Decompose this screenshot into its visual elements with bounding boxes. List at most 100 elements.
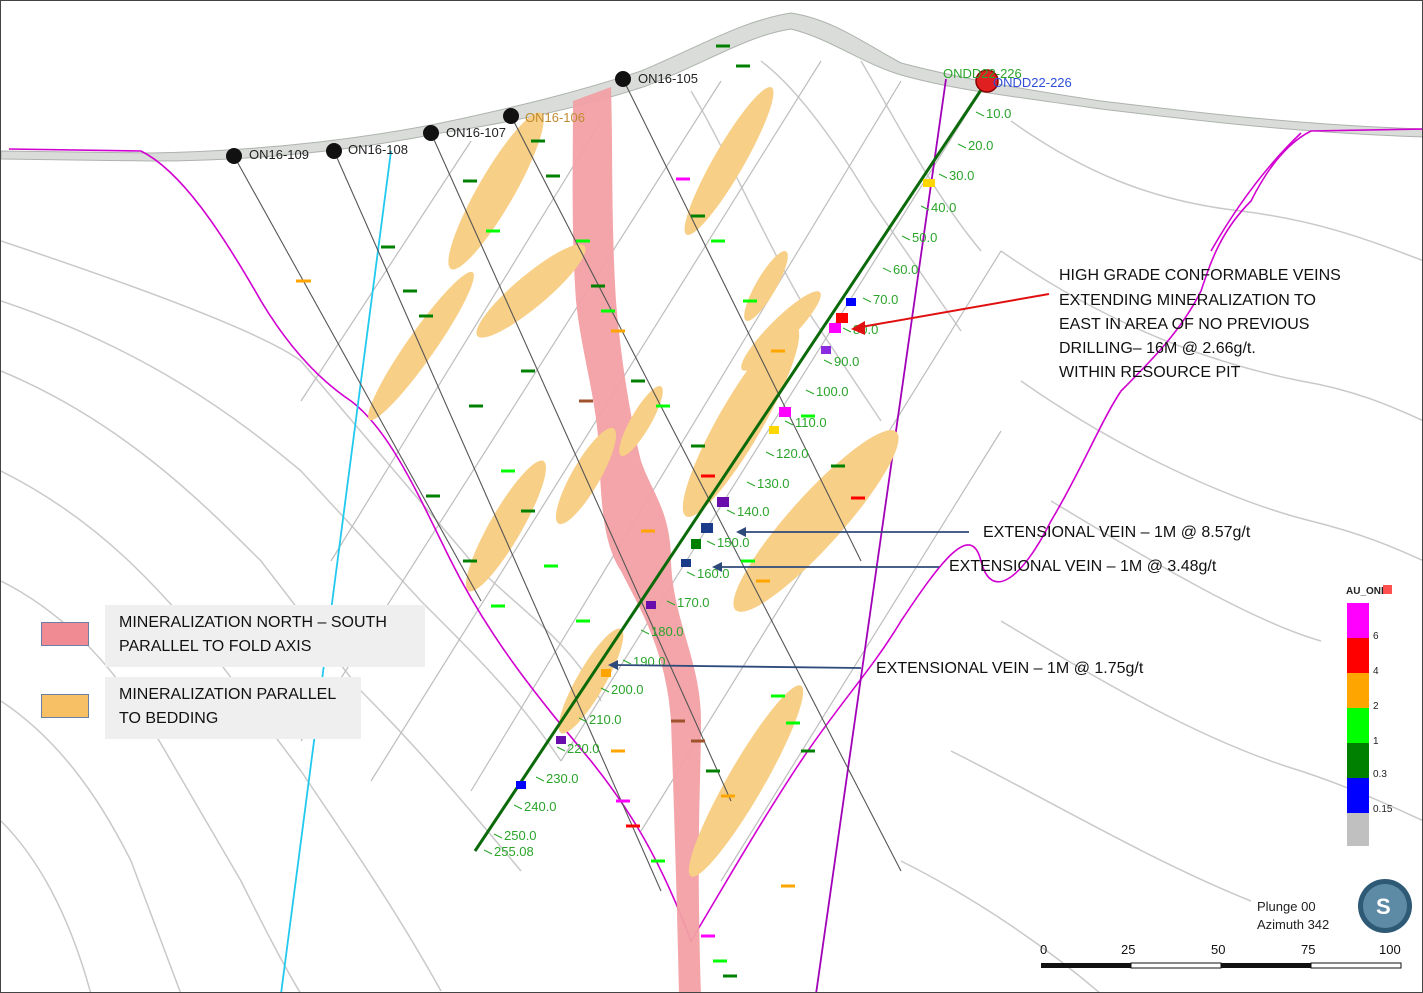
vein-callout-2: EXTENSIONAL VEIN – 1M @ 3.48g/t [949, 558, 1217, 575]
svg-text:25: 25 [1121, 942, 1135, 957]
assay-ticks [296, 44, 865, 978]
depth-label: 255.08 [494, 844, 534, 859]
topography-surface [1, 12, 1422, 162]
legend-bedding: MINERALIZATION PARALLEL TO BEDDING [105, 677, 361, 739]
depth-label: 70.0 [873, 292, 898, 307]
depth-label: 10.0 [986, 106, 1011, 121]
azimuth-label: Azimuth 342 [1257, 917, 1329, 932]
hole-label-108: ON16-108 [348, 142, 408, 157]
depth-tick [535, 776, 545, 782]
depth-tick [784, 420, 794, 426]
depth-label: 200.0 [611, 682, 644, 697]
depth-tick [483, 849, 493, 855]
svg-text:1: 1 [1373, 736, 1379, 747]
svg-text:50: 50 [1211, 942, 1225, 957]
depth-label: 220.0 [567, 741, 600, 756]
depth-label: 140.0 [737, 504, 770, 519]
hole-label-109: ON16-109 [249, 147, 309, 162]
purple-boundary-line [815, 78, 947, 992]
svg-text:DRILLING– 16M @ 2.66g/t.: DRILLING– 16M @ 2.66g/t. [1059, 340, 1256, 357]
depth-tick [622, 659, 632, 665]
depth-label: 150.0 [717, 535, 750, 550]
hole-collars [226, 69, 999, 164]
depth-label: 20.0 [968, 138, 993, 153]
depth-label: 50.0 [912, 230, 937, 245]
svg-text:WITHIN RESOURCE PIT: WITHIN RESOURCE PIT [1059, 364, 1241, 381]
svg-text:75: 75 [1301, 942, 1315, 957]
svg-text:100: 100 [1379, 942, 1401, 957]
cyan-boundary-line [280, 150, 392, 992]
svg-text:HIGH GRADE CONFORMABLE VEINS: HIGH GRADE CONFORMABLE VEINS [1059, 267, 1341, 284]
svg-text:4: 4 [1373, 666, 1379, 677]
mineralization-fold-axis-body [572, 87, 701, 992]
depth-label: 250.0 [504, 828, 537, 843]
resource-pit-outline [8, 128, 1422, 943]
depth-tick [957, 143, 967, 149]
plunge-label: Plunge 00 [1257, 899, 1316, 914]
svg-text:EAST IN AREA OF NO PREVIOUS: EAST IN AREA OF NO PREVIOUS [1059, 316, 1309, 333]
depth-label: 180.0 [651, 624, 684, 639]
depth-tick [842, 327, 852, 333]
contour-lines [1, 60, 1422, 992]
legend-fold-axis-line1: MINERALIZATION NORTH – SOUTH [119, 614, 387, 631]
main-hole-label: ONDD22-226 [993, 75, 1072, 90]
main-drillhole-intercepts [516, 179, 935, 789]
main-drillhole-trace [473, 80, 989, 852]
legend-bedding-swatch [41, 694, 89, 718]
legend-fold-axis-line2: PARALLEL TO FOLD AXIS [119, 638, 312, 655]
depth-tick [746, 481, 756, 487]
orientation-logo-icon[interactable]: S [1358, 879, 1412, 933]
depth-tick [975, 111, 985, 117]
mineralization-bedding-bodies [368, 87, 899, 877]
depth-label: 100.0 [816, 384, 849, 399]
main-hole-label-green: ONDD22-226 [943, 66, 1022, 81]
svg-text:0.3: 0.3 [1373, 769, 1387, 780]
pit-wall-east [1210, 132, 1302, 252]
depth-label: 120.0 [776, 446, 809, 461]
callout-arrows [608, 293, 1050, 670]
depth-tick [600, 687, 610, 693]
depth-tick [578, 717, 588, 723]
depth-label: 170.0 [677, 595, 710, 610]
depth-label: 210.0 [589, 712, 622, 727]
svg-text:S: S [1376, 894, 1391, 919]
depth-tick [938, 173, 948, 179]
depth-tick [805, 389, 815, 395]
depth-tick [823, 359, 833, 365]
depth-tick [513, 804, 523, 810]
hole-label-105: ON16-105 [638, 71, 698, 86]
depth-tick [640, 629, 650, 635]
depth-tick [765, 451, 775, 457]
legend-bedding-line1: MINERALIZATION PARALLEL [119, 686, 337, 703]
depth-label: 130.0 [757, 476, 790, 491]
depth-label: 30.0 [949, 168, 974, 183]
depth-tick [706, 540, 716, 546]
depth-tick [556, 746, 566, 752]
depth-label: 110.0 [795, 415, 827, 430]
depth-label: 160.0 [697, 566, 730, 581]
depth-label: 60.0 [893, 262, 918, 277]
high-grade-callout: HIGH GRADE CONFORMABLE VEINS EXTENDING M… [1059, 267, 1341, 381]
scale-bar: 0 25 50 75 100 [1040, 942, 1402, 969]
svg-text:0: 0 [1040, 942, 1047, 957]
legend-fold-axis: MINERALIZATION NORTH – SOUTH PARALLEL TO… [105, 605, 425, 667]
legend-bedding-line2: TO BEDDING [119, 710, 219, 727]
depth-tick [666, 600, 676, 606]
depth-tick [493, 833, 503, 839]
depth-label: 230.0 [546, 771, 579, 786]
svg-text:0.15: 0.15 [1373, 804, 1393, 815]
vein-callout-3: EXTENSIONAL VEIN – 1M @ 1.75g/t [876, 660, 1144, 677]
vein-callout-1: EXTENSIONAL VEIN – 1M @ 8.57g/t [983, 524, 1251, 541]
depth-tick [920, 205, 930, 211]
depth-label: 240.0 [524, 799, 557, 814]
main-collar [975, 69, 999, 93]
svg-text:EXTENDING MINERALIZATION TO: EXTENDING MINERALIZATION TO [1059, 292, 1316, 309]
svg-text:6: 6 [1373, 631, 1379, 642]
depth-tick [901, 235, 911, 241]
hole-label-107: ON16-107 [446, 125, 506, 140]
color-scale-close-icon[interactable] [1383, 585, 1392, 594]
depth-label: 90.0 [834, 354, 859, 369]
depth-tick [862, 297, 872, 303]
